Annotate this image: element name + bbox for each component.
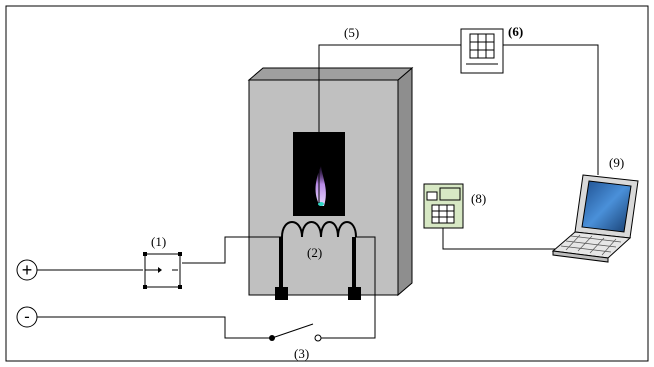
data-logger-device [460,28,504,74]
plus-symbol: + [22,260,33,280]
label-8: (8) [471,191,486,206]
label-9: (9) [609,155,624,170]
wiring [37,44,599,339]
laptop [551,174,639,263]
label-6: (6) [508,24,523,39]
label-5: (5) [344,25,359,40]
meter-device [423,183,464,229]
label-1: (1) [151,234,166,249]
negative-terminal: - [16,306,38,328]
heating-coil [275,221,361,300]
regulator-device [143,252,182,289]
furnace-cabinet [247,66,414,297]
label-3: (3) [294,346,309,361]
label-2: (2) [307,245,322,260]
switch [269,323,322,342]
positive-terminal: + [16,259,38,281]
flame [315,166,326,206]
minus-symbol: - [24,307,30,326]
outer-frame [5,5,649,362]
